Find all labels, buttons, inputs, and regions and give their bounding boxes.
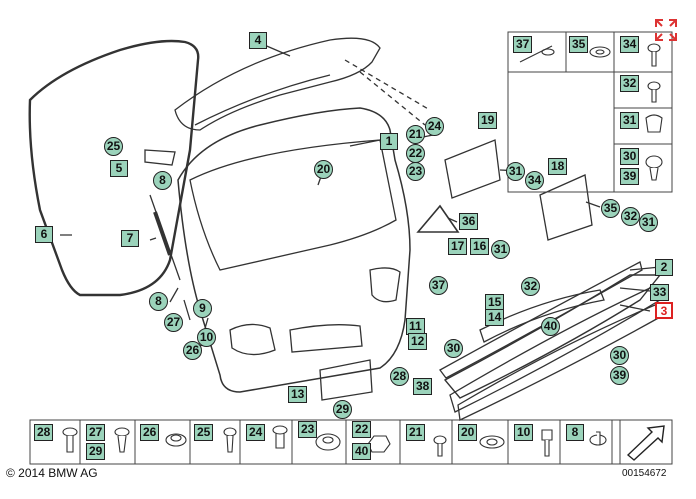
callout-9[interactable]: 9 <box>193 299 212 318</box>
strip-label-8[interactable]: 8 <box>566 424 584 441</box>
callout-14[interactable]: 14 <box>485 309 505 326</box>
box-label-35[interactable]: 35 <box>569 36 589 53</box>
callout-23[interactable]: 23 <box>406 162 425 181</box>
callout-25[interactable]: 25 <box>104 137 123 156</box>
arrow-icon <box>619 419 673 465</box>
callout-38[interactable]: 38 <box>413 378 433 395</box>
box-label-34[interactable]: 34 <box>620 36 640 53</box>
box-label-30[interactable]: 30 <box>620 148 640 165</box>
callout-26[interactable]: 26 <box>183 341 202 360</box>
callout-32b[interactable]: 32 <box>521 277 540 296</box>
callout-8[interactable]: 8 <box>153 171 172 190</box>
callout-32[interactable]: 32 <box>621 207 640 226</box>
callout-31b[interactable]: 31 <box>639 213 658 232</box>
callout-35[interactable]: 35 <box>601 199 620 218</box>
strip-label-40[interactable]: 40 <box>352 443 372 460</box>
strip-label-25[interactable]: 25 <box>194 424 214 441</box>
callout-2[interactable]: 2 <box>655 259 673 276</box>
callout-21[interactable]: 21 <box>406 125 425 144</box>
diagram-number: 00154672 <box>622 468 667 479</box>
callout-33[interactable]: 33 <box>650 284 670 301</box>
callout-37[interactable]: 37 <box>429 276 448 295</box>
callout-39[interactable]: 39 <box>610 366 629 385</box>
callout-17[interactable]: 17 <box>448 238 468 255</box>
box-label-31[interactable]: 31 <box>620 112 640 129</box>
callout-1[interactable]: 1 <box>380 133 398 150</box>
box-label-32[interactable]: 32 <box>620 75 640 92</box>
callout-31c[interactable]: 31 <box>491 240 510 259</box>
strip-label-23[interactable]: 23 <box>298 421 318 438</box>
callout-34[interactable]: 34 <box>525 171 544 190</box>
callout-7[interactable]: 7 <box>121 230 139 247</box>
callout-31[interactable]: 31 <box>506 162 525 181</box>
callout-36[interactable]: 36 <box>459 213 479 230</box>
callout-24[interactable]: 24 <box>425 117 444 136</box>
callout-22[interactable]: 22 <box>406 144 425 163</box>
callout-6[interactable]: 6 <box>35 226 53 243</box>
callout-8b[interactable]: 8 <box>149 292 168 311</box>
strip-label-10[interactable]: 10 <box>514 424 534 441</box>
callout-4[interactable]: 4 <box>249 32 267 49</box>
box-label-39[interactable]: 39 <box>620 168 640 185</box>
callout-10[interactable]: 10 <box>197 328 216 347</box>
strip-label-20[interactable]: 20 <box>458 424 478 441</box>
callout-18[interactable]: 18 <box>548 158 568 175</box>
callout-20[interactable]: 20 <box>314 160 333 179</box>
callout-29[interactable]: 29 <box>333 400 352 419</box>
strip-label-27[interactable]: 27 <box>86 424 106 441</box>
strip-label-28[interactable]: 28 <box>34 424 54 441</box>
strip-label-24[interactable]: 24 <box>246 424 266 441</box>
callout-3-highlighted[interactable]: 3 <box>655 302 673 319</box>
callout-30b[interactable]: 30 <box>610 346 629 365</box>
box-label-37[interactable]: 37 <box>513 36 533 53</box>
strip-label-22[interactable]: 22 <box>352 421 372 438</box>
strip-label-29[interactable]: 29 <box>86 443 106 460</box>
callout-5[interactable]: 5 <box>110 160 128 177</box>
callout-13[interactable]: 13 <box>288 386 308 403</box>
callout-27[interactable]: 27 <box>164 313 183 332</box>
strip-label-26[interactable]: 26 <box>140 424 160 441</box>
callout-12[interactable]: 12 <box>408 333 428 350</box>
expand-icon[interactable] <box>654 18 678 42</box>
callout-16[interactable]: 16 <box>470 238 490 255</box>
callout-28[interactable]: 28 <box>390 367 409 386</box>
callout-19[interactable]: 19 <box>478 112 498 129</box>
strip-label-21[interactable]: 21 <box>406 424 426 441</box>
copyright-text: © 2014 BMW AG <box>6 466 98 480</box>
callout-40[interactable]: 40 <box>541 317 560 336</box>
callout-30[interactable]: 30 <box>444 339 463 358</box>
